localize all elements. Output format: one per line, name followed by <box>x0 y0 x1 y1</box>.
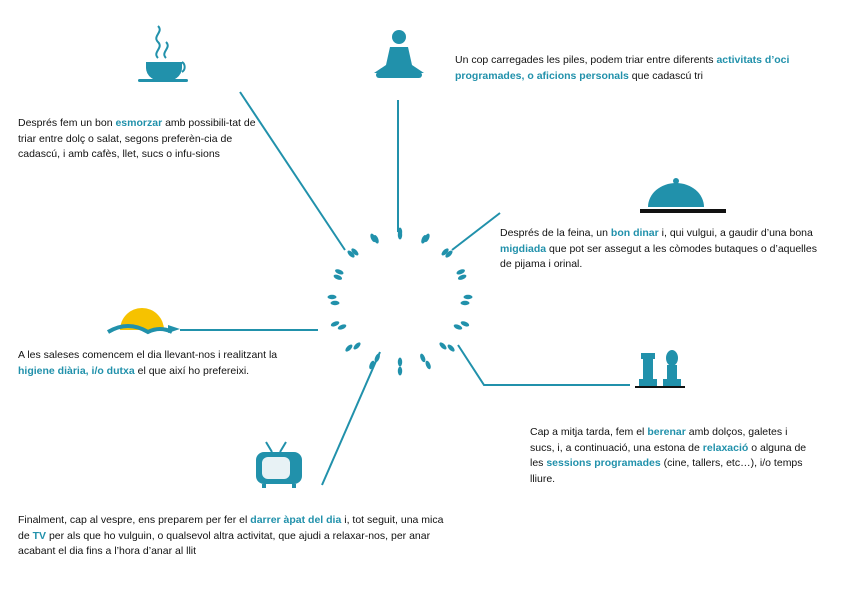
footprint <box>374 353 380 363</box>
footprint <box>445 250 453 258</box>
snack-text: Cap a mitja tarda, fem el berenar amb do… <box>530 425 812 487</box>
text: Finalment, cap al vespre, ens preparem p… <box>18 514 251 526</box>
footprint <box>420 353 426 363</box>
text: Després de la feina, un <box>500 227 611 239</box>
footprint <box>460 300 470 306</box>
footprint <box>333 274 343 280</box>
footprints-icon <box>327 227 473 376</box>
text: Un cop carregades les piles, podem triar… <box>455 54 717 66</box>
hygiene-text: A les saleses comencem el dia llevant-no… <box>18 348 308 379</box>
footprint <box>456 269 465 275</box>
highlight: migdiada <box>500 242 547 255</box>
footprint <box>441 248 449 256</box>
footprint <box>347 250 355 258</box>
text: (cine, tallers, etc…), i/o temps lliure. <box>530 457 803 485</box>
text: i, tot seguit, una mica de <box>18 514 444 542</box>
footprint <box>397 357 403 367</box>
footprint <box>351 248 359 256</box>
footprint <box>335 269 344 275</box>
highlight: activitats d’oci programades, o aficions… <box>455 54 790 82</box>
text: Després fem un bon <box>18 117 116 129</box>
footprint <box>397 366 403 376</box>
text: amb possibili-tat de triar entre dolç o … <box>18 117 256 160</box>
text: i, qui vulgui, a gaudir d’una bona <box>658 227 813 239</box>
evening-text: Finalment, cap al vespre, ens preparem p… <box>18 513 458 560</box>
lunch-text: Després de la feina, un bon dinar i, qui… <box>500 226 820 273</box>
footprint <box>330 321 340 327</box>
spoke-lunch <box>451 212 501 251</box>
coffee-cup-icon <box>138 25 188 82</box>
footprint <box>457 274 467 280</box>
breakfast-text: Després fem un bon esmorzar amb possibil… <box>18 116 263 163</box>
footprint <box>353 342 361 350</box>
sunrise-icon <box>106 308 180 335</box>
text: o alguna de les <box>530 441 807 470</box>
highlight: darrer àpat del dia <box>250 514 342 526</box>
footprint <box>330 300 340 306</box>
meditation-icon <box>374 30 424 78</box>
footprint <box>439 342 447 350</box>
leisure-text: Un cop carregades les piles, podem triar… <box>455 53 815 84</box>
spoke-snack <box>457 344 630 386</box>
footprint <box>424 233 430 243</box>
text: amb dolços, galetes i sucs, i, a continu… <box>530 426 788 454</box>
footprint <box>369 360 375 370</box>
spoke-breakfast <box>239 91 346 251</box>
text: Cap a mitja tarda, fem el <box>530 426 648 438</box>
highlight: sessions programades <box>546 457 661 469</box>
footprint <box>453 324 463 330</box>
highlight: berenar <box>647 426 686 438</box>
footprint <box>397 227 403 237</box>
highlight: bon dinar <box>610 227 659 239</box>
highlight: TV <box>32 529 47 542</box>
text: que cadascú tri <box>628 69 704 82</box>
footprint <box>447 344 455 352</box>
footprint <box>460 321 470 327</box>
footprint <box>370 233 376 243</box>
footprint <box>463 294 473 300</box>
cloche-icon <box>640 178 726 213</box>
text: per als que ho vulguin, o qualsevol altr… <box>18 529 431 558</box>
highlight: relaxació <box>702 441 749 454</box>
text: A les saleses comencem el dia llevant-no… <box>18 349 278 361</box>
footprint <box>425 360 431 370</box>
text: que pot ser assegut a les còmodes butaqu… <box>500 242 817 271</box>
chess-icon <box>635 350 685 388</box>
footprint <box>327 294 337 300</box>
footprint <box>345 344 353 352</box>
tv-icon <box>256 441 302 488</box>
text: el que així ho prefereixi. <box>134 364 250 377</box>
highlight: esmorzar <box>115 117 163 129</box>
highlight: higiene diària, i/o dutxa <box>18 364 135 377</box>
footprint <box>337 324 347 330</box>
spoke-evening <box>321 351 381 486</box>
